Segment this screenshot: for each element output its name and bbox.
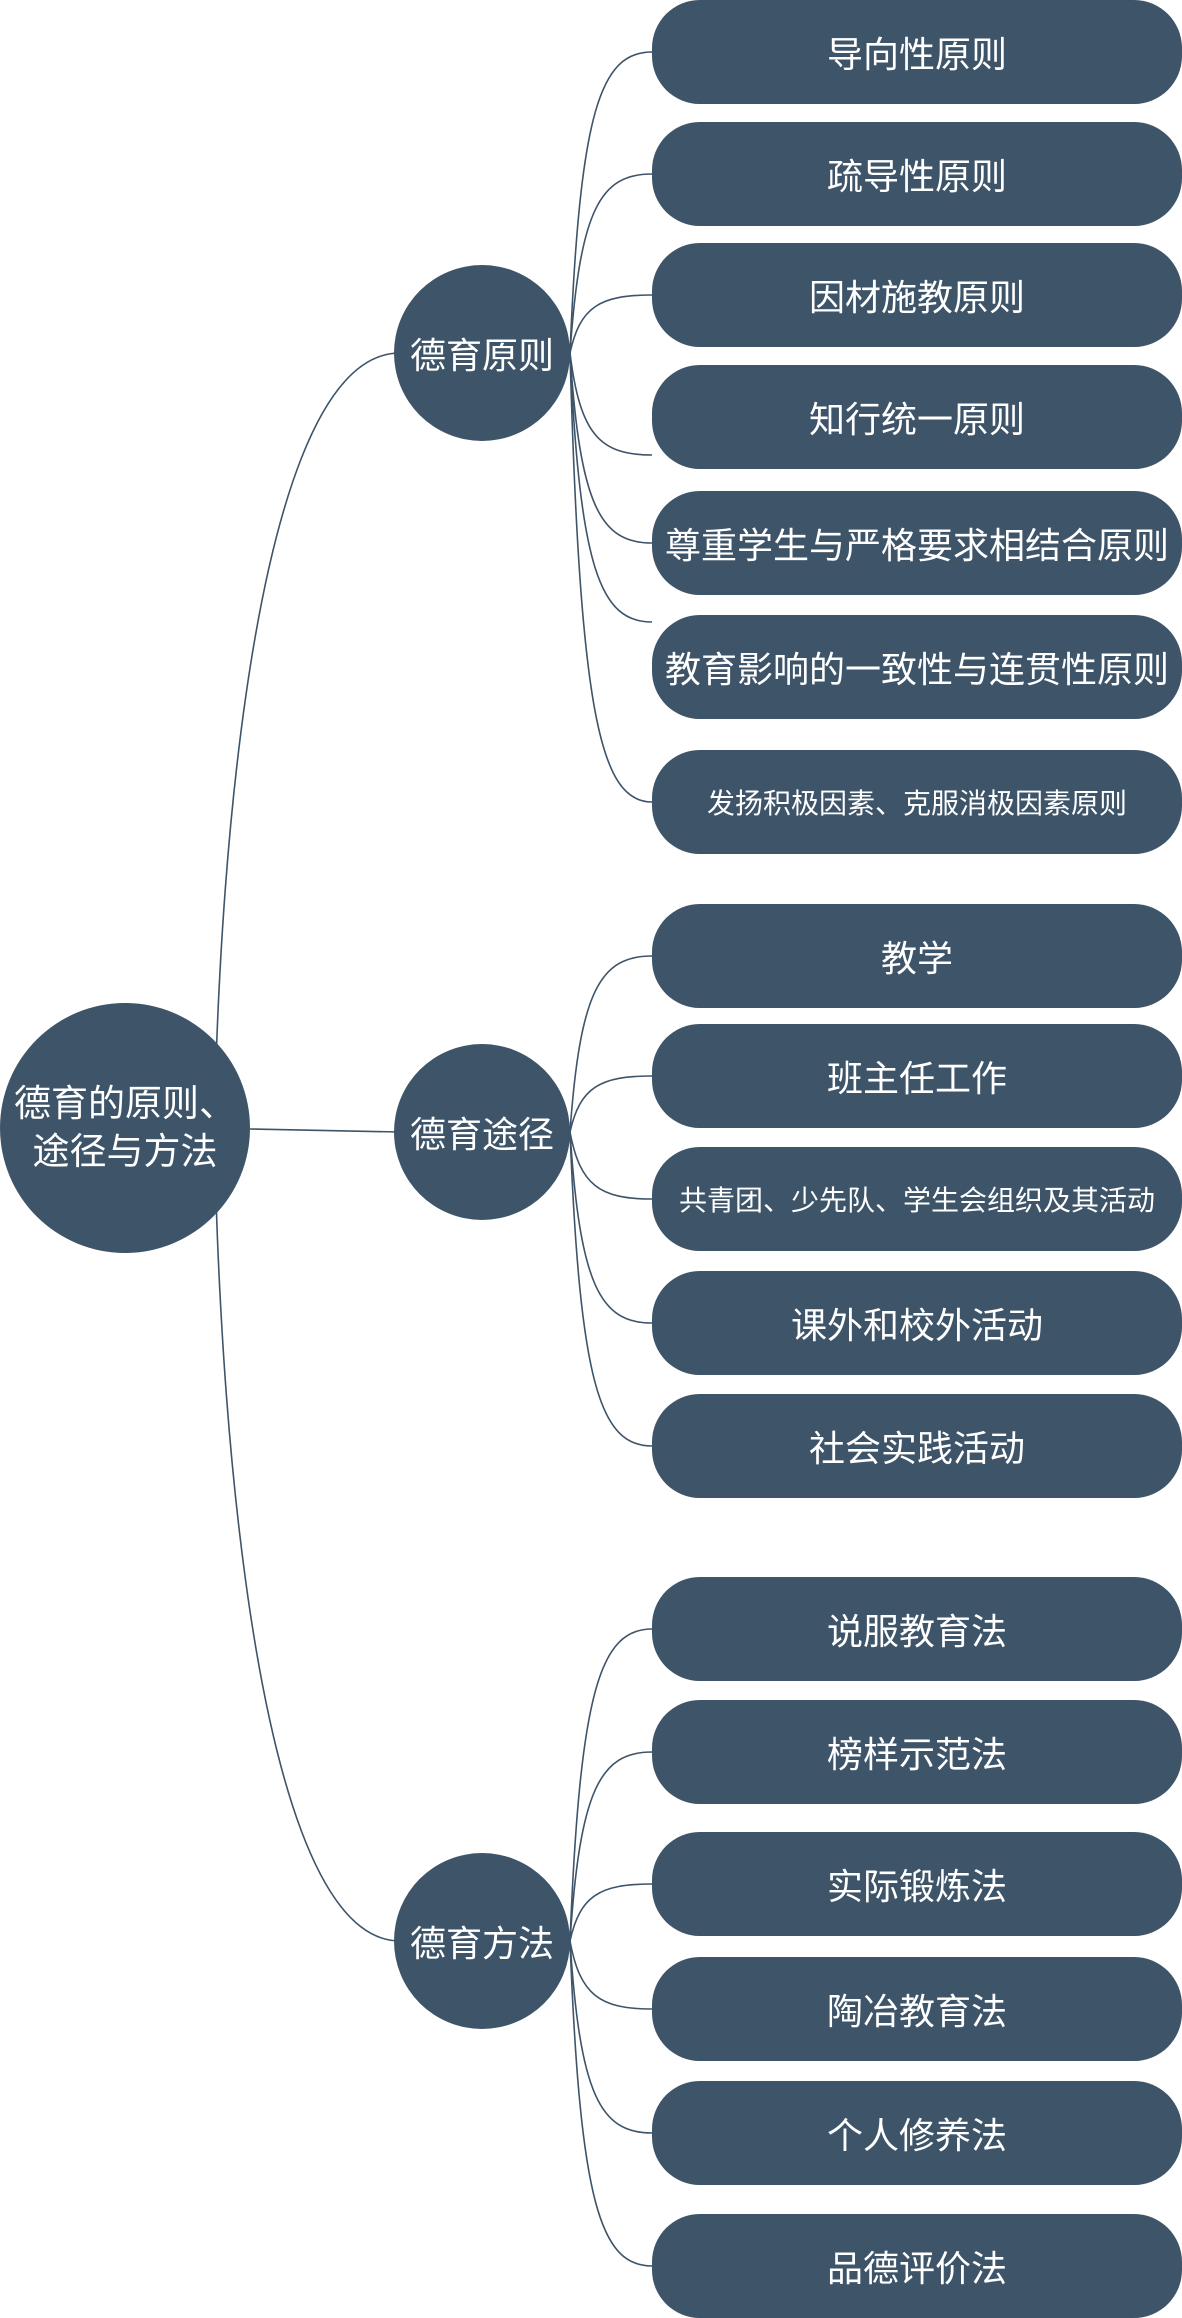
leaf-node: 疏导性原则	[652, 122, 1182, 226]
connector-branch-leaf	[569, 51, 653, 354]
branch-node-methods: 德育方法	[394, 1853, 570, 2029]
branch-label: 德育方法	[409, 1924, 554, 1965]
root-label-line2: 途径与方法	[32, 1130, 218, 1173]
connector-branch-leaf	[569, 1131, 653, 1447]
leaf-node: 说服教育法	[652, 1577, 1182, 1681]
connector-branch-leaf	[569, 352, 653, 456]
connector-branch-leaf	[569, 352, 653, 544]
leaf-node: 尊重学生与严格要求相结合原则	[652, 491, 1182, 595]
leaf-node: 因材施教原则	[652, 243, 1182, 347]
connector-branch-leaf	[569, 173, 653, 354]
connector-branch-leaf	[569, 1628, 653, 1942]
connector-branch-leaf	[569, 294, 653, 354]
connector-branch-leaf	[569, 1075, 653, 1133]
connector-root-branch	[214, 352, 401, 1130]
connector-branch-leaf	[569, 1751, 653, 1942]
branch-label: 德育原则	[409, 336, 554, 377]
leaf-node: 知行统一原则	[652, 365, 1182, 469]
leaf-node: 教育影响的一致性与连贯性原则	[652, 615, 1182, 719]
connector-branch-leaf	[569, 1883, 653, 1942]
leaf-node: 教学	[652, 904, 1182, 1008]
connector-branch-leaf	[569, 1940, 653, 2010]
leaf-node: 导向性原则	[652, 0, 1182, 104]
leaf-node: 品德评价法	[652, 2214, 1182, 2318]
branch-node-pathways: 德育途径	[394, 1044, 570, 1220]
root-label-line1: 德育的原则、	[14, 1082, 236, 1125]
leaf-node: 陶冶教育法	[652, 1957, 1182, 2061]
connector-branch-leaf	[569, 1131, 653, 1200]
connector-branch-leaf	[569, 352, 653, 803]
branch-label: 德育途径	[409, 1115, 554, 1156]
leaf-node: 共青团、少先队、学生会组织及其活动	[652, 1147, 1182, 1251]
leaf-node: 班主任工作	[652, 1024, 1182, 1128]
leaf-node: 个人修养法	[652, 2081, 1182, 2185]
leaf-node: 实际锻炼法	[652, 1832, 1182, 1936]
connector-branch-leaf	[569, 1940, 653, 2134]
branch-node-principles: 德育原则	[394, 265, 570, 441]
leaf-node: 榜样示范法	[652, 1700, 1182, 1804]
root-node: 德育的原则、 途径与方法	[0, 1003, 250, 1253]
leaf-node: 社会实践活动	[652, 1394, 1182, 1498]
connector-branch-leaf	[569, 352, 653, 623]
connector-branch-leaf	[569, 1940, 653, 2267]
connector-branch-leaf	[569, 955, 653, 1133]
leaf-node: 课外和校外活动	[652, 1271, 1182, 1375]
connector-branch-leaf	[569, 1131, 653, 1324]
connector-root-branch	[214, 1128, 401, 1942]
connector-root-branch	[249, 1128, 401, 1133]
leaf-node: 发扬积极因素、克服消极因素原则	[652, 750, 1182, 854]
